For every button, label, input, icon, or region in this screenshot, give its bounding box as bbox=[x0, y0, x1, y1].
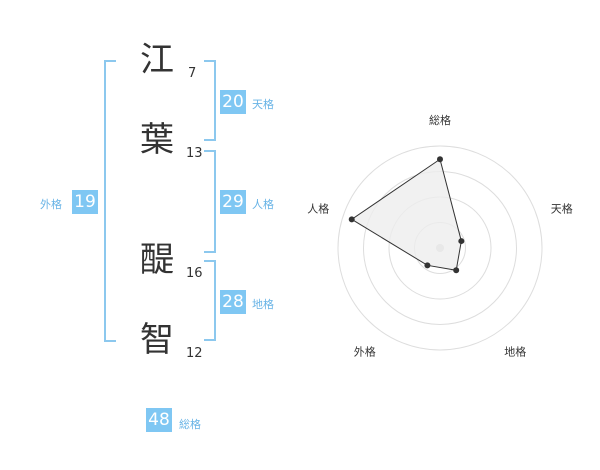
radar-point-2 bbox=[458, 238, 465, 245]
soukaku-value: 48 bbox=[146, 408, 172, 432]
jinkaku-bracket bbox=[204, 150, 216, 253]
radar-point-5 bbox=[348, 216, 355, 223]
radar-axis-label-1: 総格 bbox=[429, 113, 451, 127]
name-char-2: 葉 bbox=[140, 120, 174, 160]
name-char-2-strokes: 13 bbox=[186, 146, 203, 161]
name-char-4: 智 bbox=[140, 320, 174, 360]
radar-series-polygon bbox=[350, 158, 462, 271]
radar-point-4 bbox=[424, 262, 431, 269]
radar-axis-label-3: 地格 bbox=[504, 345, 526, 359]
name-char-3-strokes: 16 bbox=[186, 266, 203, 281]
gaikaku-label: 外格 bbox=[40, 198, 62, 211]
chikaku-label: 地格 bbox=[252, 298, 274, 311]
radar-axis-label-4: 外格 bbox=[354, 345, 376, 359]
jinkaku-label: 人格 bbox=[252, 198, 274, 211]
radar-polygon bbox=[350, 158, 462, 271]
gaikaku-value: 19 bbox=[72, 190, 98, 214]
name-char-1-strokes: 7 bbox=[188, 66, 197, 81]
tenkaku-value: 20 bbox=[220, 90, 246, 114]
name-char-1: 江 bbox=[140, 40, 174, 80]
name-char-4-strokes: 12 bbox=[186, 346, 203, 361]
radar-ring bbox=[337, 145, 543, 351]
radar-point-3 bbox=[453, 267, 460, 274]
gaikaku-bracket bbox=[104, 60, 116, 342]
radar-axis-label-2: 天格 bbox=[551, 201, 573, 215]
jinkaku-value: 29 bbox=[220, 190, 246, 214]
radar-points bbox=[348, 156, 465, 274]
chikaku-value: 28 bbox=[220, 290, 246, 314]
chikaku-bracket bbox=[204, 260, 216, 341]
name-char-3: 醍 bbox=[140, 240, 174, 280]
radar-axis-label-5: 人格 bbox=[307, 201, 329, 215]
soukaku-label: 総格 bbox=[179, 418, 201, 431]
tenkaku-bracket bbox=[204, 60, 216, 141]
tenkaku-label: 天格 bbox=[252, 98, 274, 111]
radar-point-1 bbox=[437, 156, 443, 163]
